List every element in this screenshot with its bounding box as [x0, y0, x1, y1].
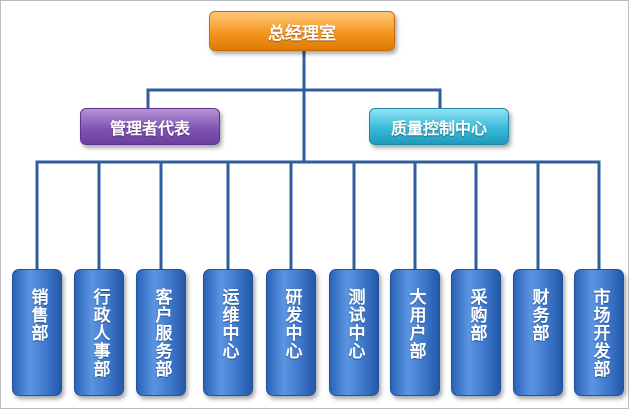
department-node-procurement: 采购部	[451, 269, 501, 396]
department-label: 采购部	[466, 288, 487, 342]
department-node-market-development: 市场开发部	[574, 269, 624, 396]
department-label: 研发中心	[281, 288, 302, 360]
node-label: 质量控制中心	[390, 118, 487, 138]
department-node-testing: 测试中心	[329, 269, 379, 396]
department-node-key-accounts: 大用户部	[390, 269, 440, 396]
department-node-rnd: 研发中心	[266, 269, 316, 396]
department-label: 财务部	[528, 288, 549, 342]
department-label: 客户服务部	[151, 288, 172, 378]
department-node-operations: 运维中心	[203, 269, 253, 396]
department-label: 市场开发部	[589, 288, 610, 378]
general-manager-office-node: 总经理室	[209, 11, 395, 51]
node-label: 总经理室	[268, 23, 336, 44]
department-label: 运维中心	[218, 288, 239, 360]
department-node-finance: 财务部	[513, 269, 563, 396]
department-node-customer-service: 客户服务部	[136, 269, 186, 396]
department-node-admin-hr: 行政人事部	[74, 269, 124, 396]
department-label: 大用户部	[405, 288, 426, 360]
department-label: 行政人事部	[89, 288, 110, 378]
node-label: 管理者代表	[109, 118, 190, 138]
management-representative-node: 管理者代表	[80, 108, 220, 145]
quality-control-center-node: 质量控制中心	[369, 108, 509, 145]
department-node-sales: 销售部	[12, 269, 62, 396]
department-label: 销售部	[27, 288, 48, 342]
department-label: 测试中心	[344, 288, 365, 360]
